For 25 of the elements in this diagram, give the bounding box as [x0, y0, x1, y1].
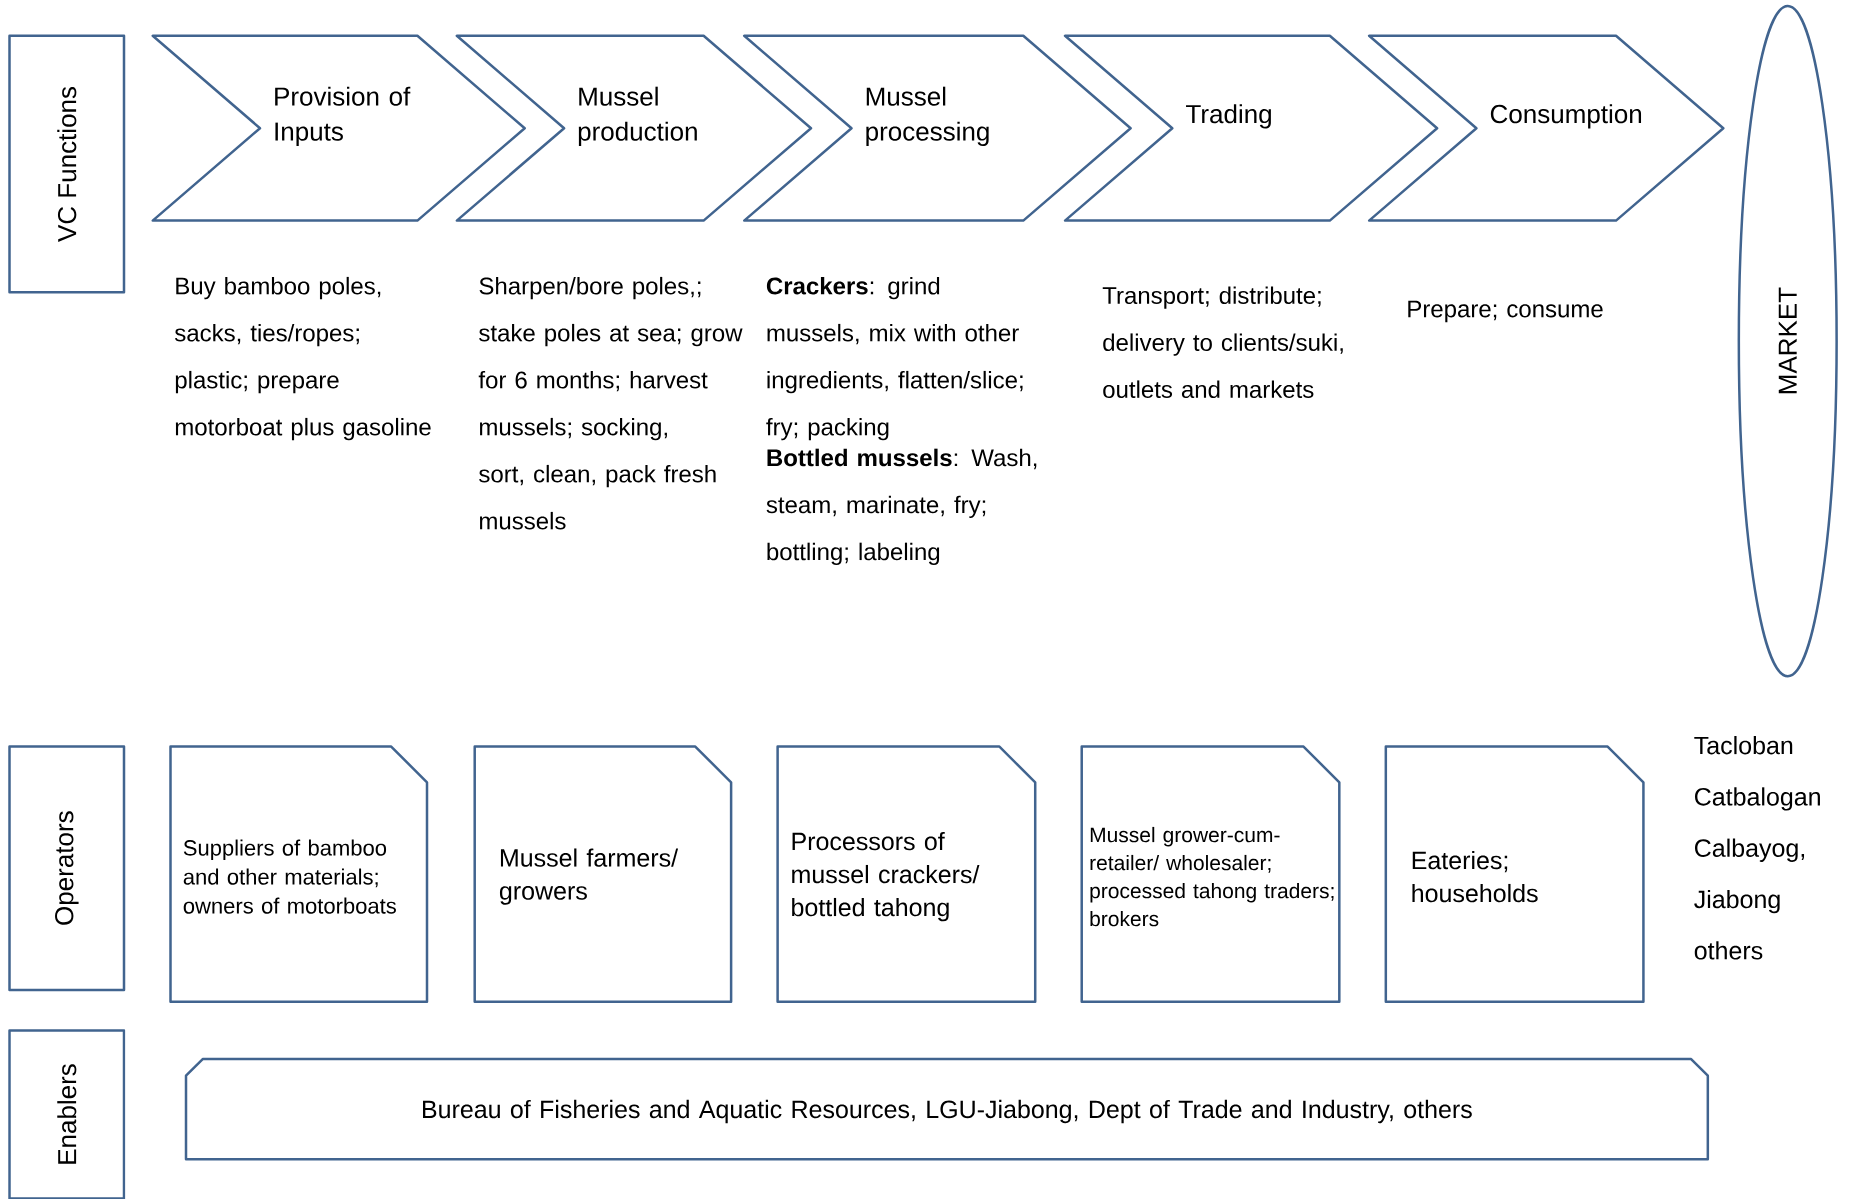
folded-box: Mussel farmers/ growers — [473, 745, 733, 1004]
process-step-box: Provision of Inputs — [151, 34, 526, 222]
process-step-box: Consumption — [1367, 34, 1725, 222]
folded-box: Processors of mussel crackers/ bottled tahong — [776, 745, 1037, 1004]
description-text: Buy bamboo poles, sacks, ties/ropes; plastic; prepare motorboat plus gasoline — [175, 276, 431, 441]
description-text: Crackers: grind mussels, mix with other ingredients, flatten/slice; fry; packing — [766, 276, 1023, 441]
folded-box: Suppliers of bamboo and other materials; owners of motorboats — [169, 745, 429, 1004]
process-step-box: Mussel production — [455, 34, 813, 222]
row-header-box: Operators — [8, 745, 126, 992]
city-name: Calbayog, — [1695, 838, 1805, 862]
folded-box: Mussel grower-cum-retailer/ wholesaler; processed tahong traders; brokers — [1080, 745, 1341, 1004]
description-text: Transport; distribute; delivery to clients/suki, outlets and markets — [1102, 286, 1343, 399]
process-step-box: Trading — [1063, 34, 1439, 222]
process-step-box: Mussel processing — [742, 34, 1132, 222]
row-header-box: Enablers — [8, 1029, 126, 1199]
enabler-banner: Bureau of Fisheries and Aquatic Resources, LGU-Jiabong, Dept of Trade and Industry, others — [184, 1057, 1710, 1161]
city-name: Jiabong — [1694, 889, 1780, 914]
city-name: others — [1694, 941, 1763, 960]
description-text: Prepare; consume — [1408, 300, 1603, 323]
city-name: Tacloban — [1694, 736, 1793, 755]
folded-box: Eateries; households — [1384, 745, 1645, 1004]
city-name: Catbalogan — [1695, 787, 1820, 811]
description-text: Sharpen/bore poles,; stake poles at sea; grow for 6 months; harvest mussels; socking, sort, clean, pack fresh mussels — [478, 276, 743, 530]
description-text: Bottled mussels: Wash, steam, marinate, fry; bottling; labeling — [766, 448, 1037, 566]
row-header-box: VC Functions — [8, 34, 126, 294]
